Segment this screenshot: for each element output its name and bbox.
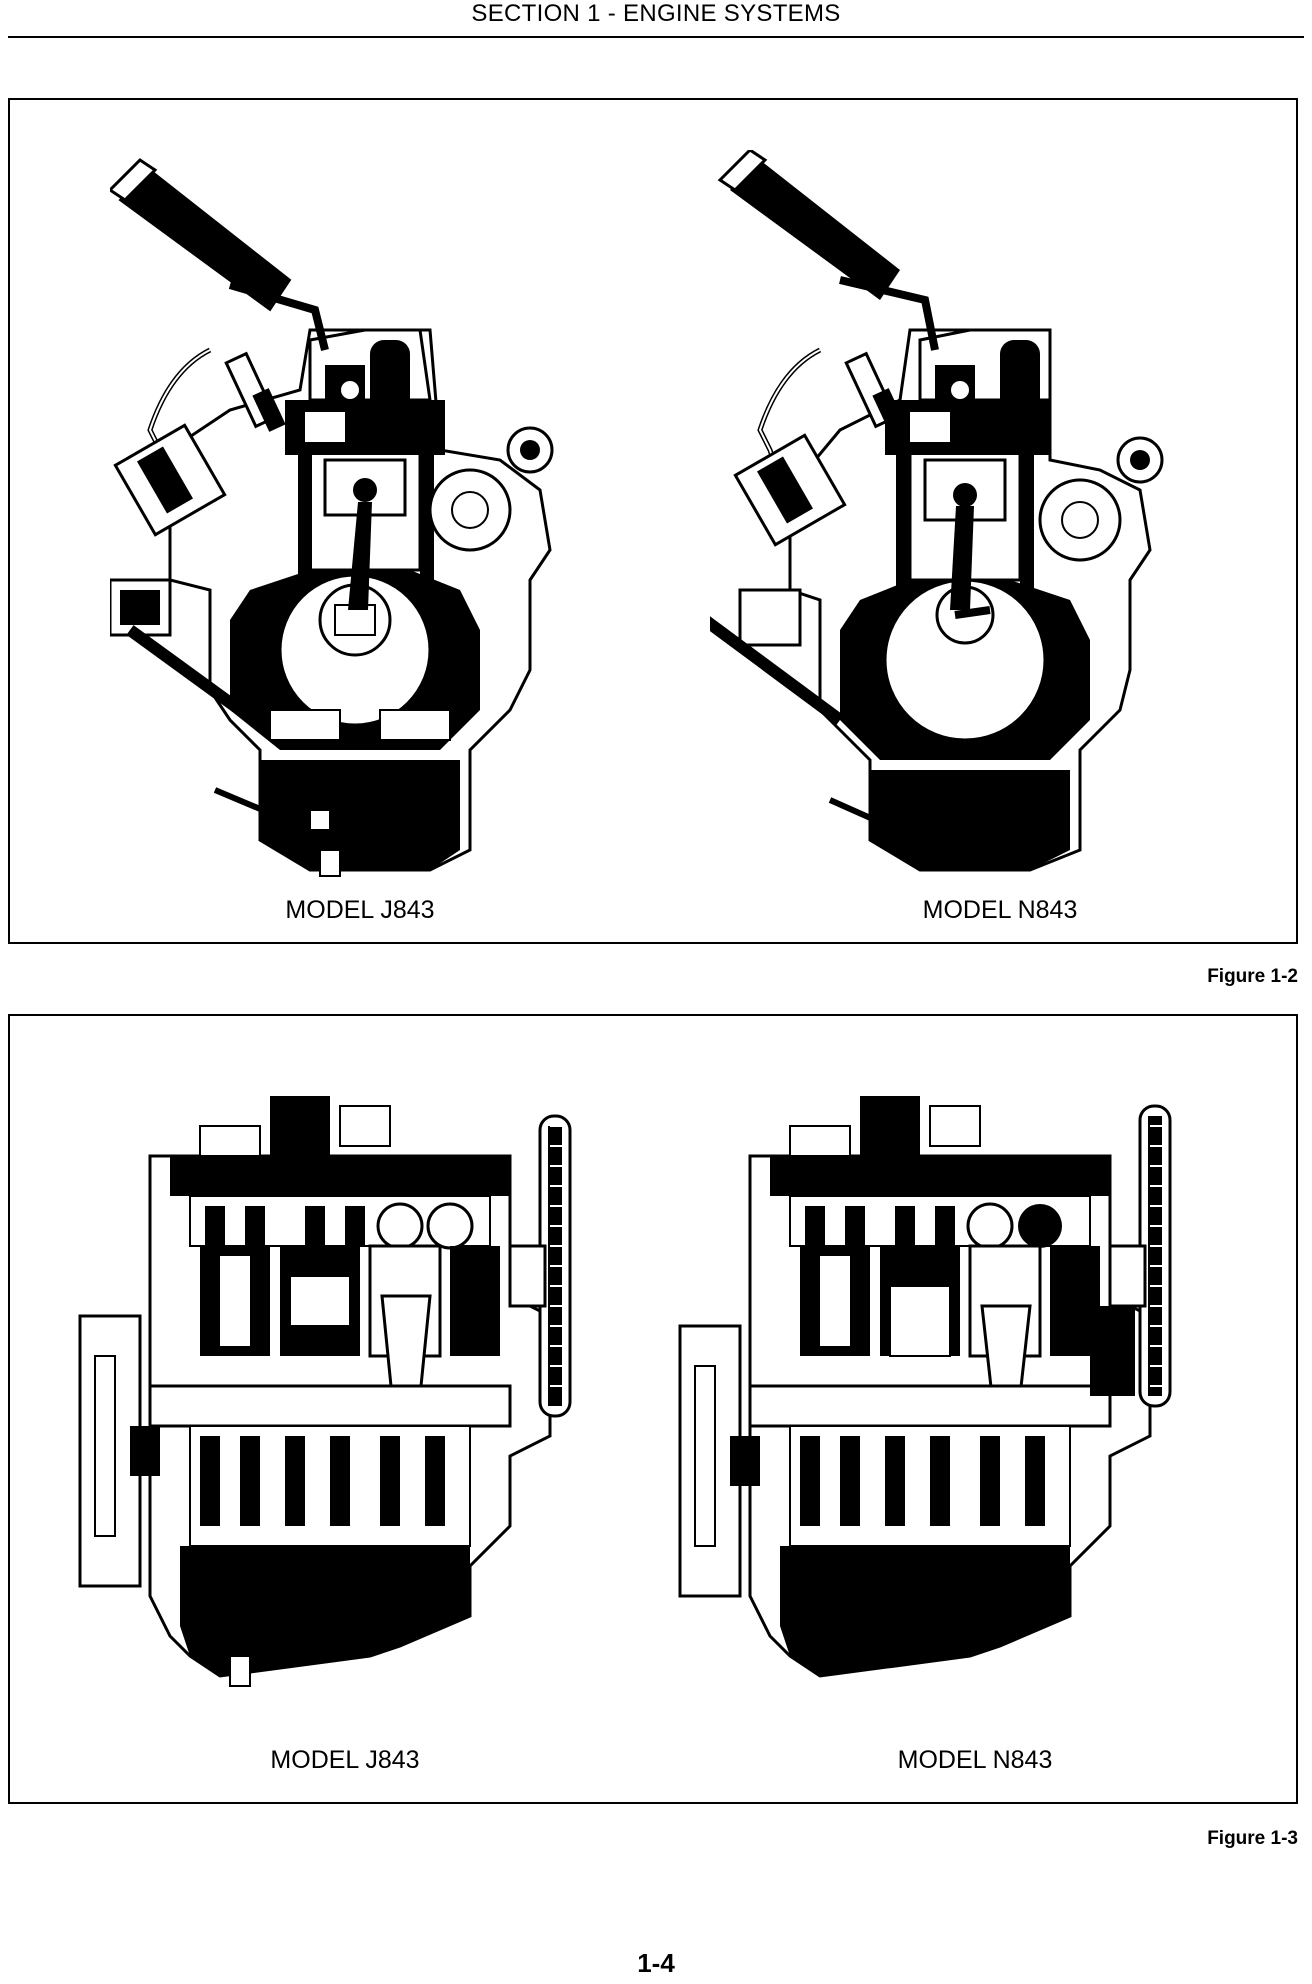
- figure-1-2-right-label: MODEL N843: [922, 896, 1078, 924]
- figure-1-2-frame: MODEL J843 MODEL N843: [8, 98, 1298, 944]
- section-title: SECTION 1 - ENGINE SYSTEMS: [471, 0, 841, 27]
- figure-1-3-right-label: MODEL N843: [897, 1746, 1053, 1774]
- page-number: 1-4: [637, 1948, 675, 1978]
- figure-1-3-frame: MODEL J843 MODEL N843: [8, 1014, 1298, 1804]
- figure-1-3-caption: Figure 1-3: [1207, 1828, 1298, 1849]
- figure-1-2-left-label: MODEL J843: [285, 896, 435, 924]
- page-header: SECTION 1 - ENGINE SYSTEMS: [0, 0, 1312, 40]
- engine-end-section-n843-illustration: [710, 150, 1190, 880]
- engine-side-section-n843-illustration: [670, 1096, 1230, 1716]
- engine-side-section-j843-illustration: [70, 1096, 630, 1716]
- header-rule: [8, 36, 1304, 38]
- figure-1-3-left-label: MODEL J843: [270, 1746, 420, 1774]
- figure-1-2-caption: Figure 1-2: [1207, 966, 1298, 987]
- engine-end-section-j843-illustration: [110, 150, 590, 880]
